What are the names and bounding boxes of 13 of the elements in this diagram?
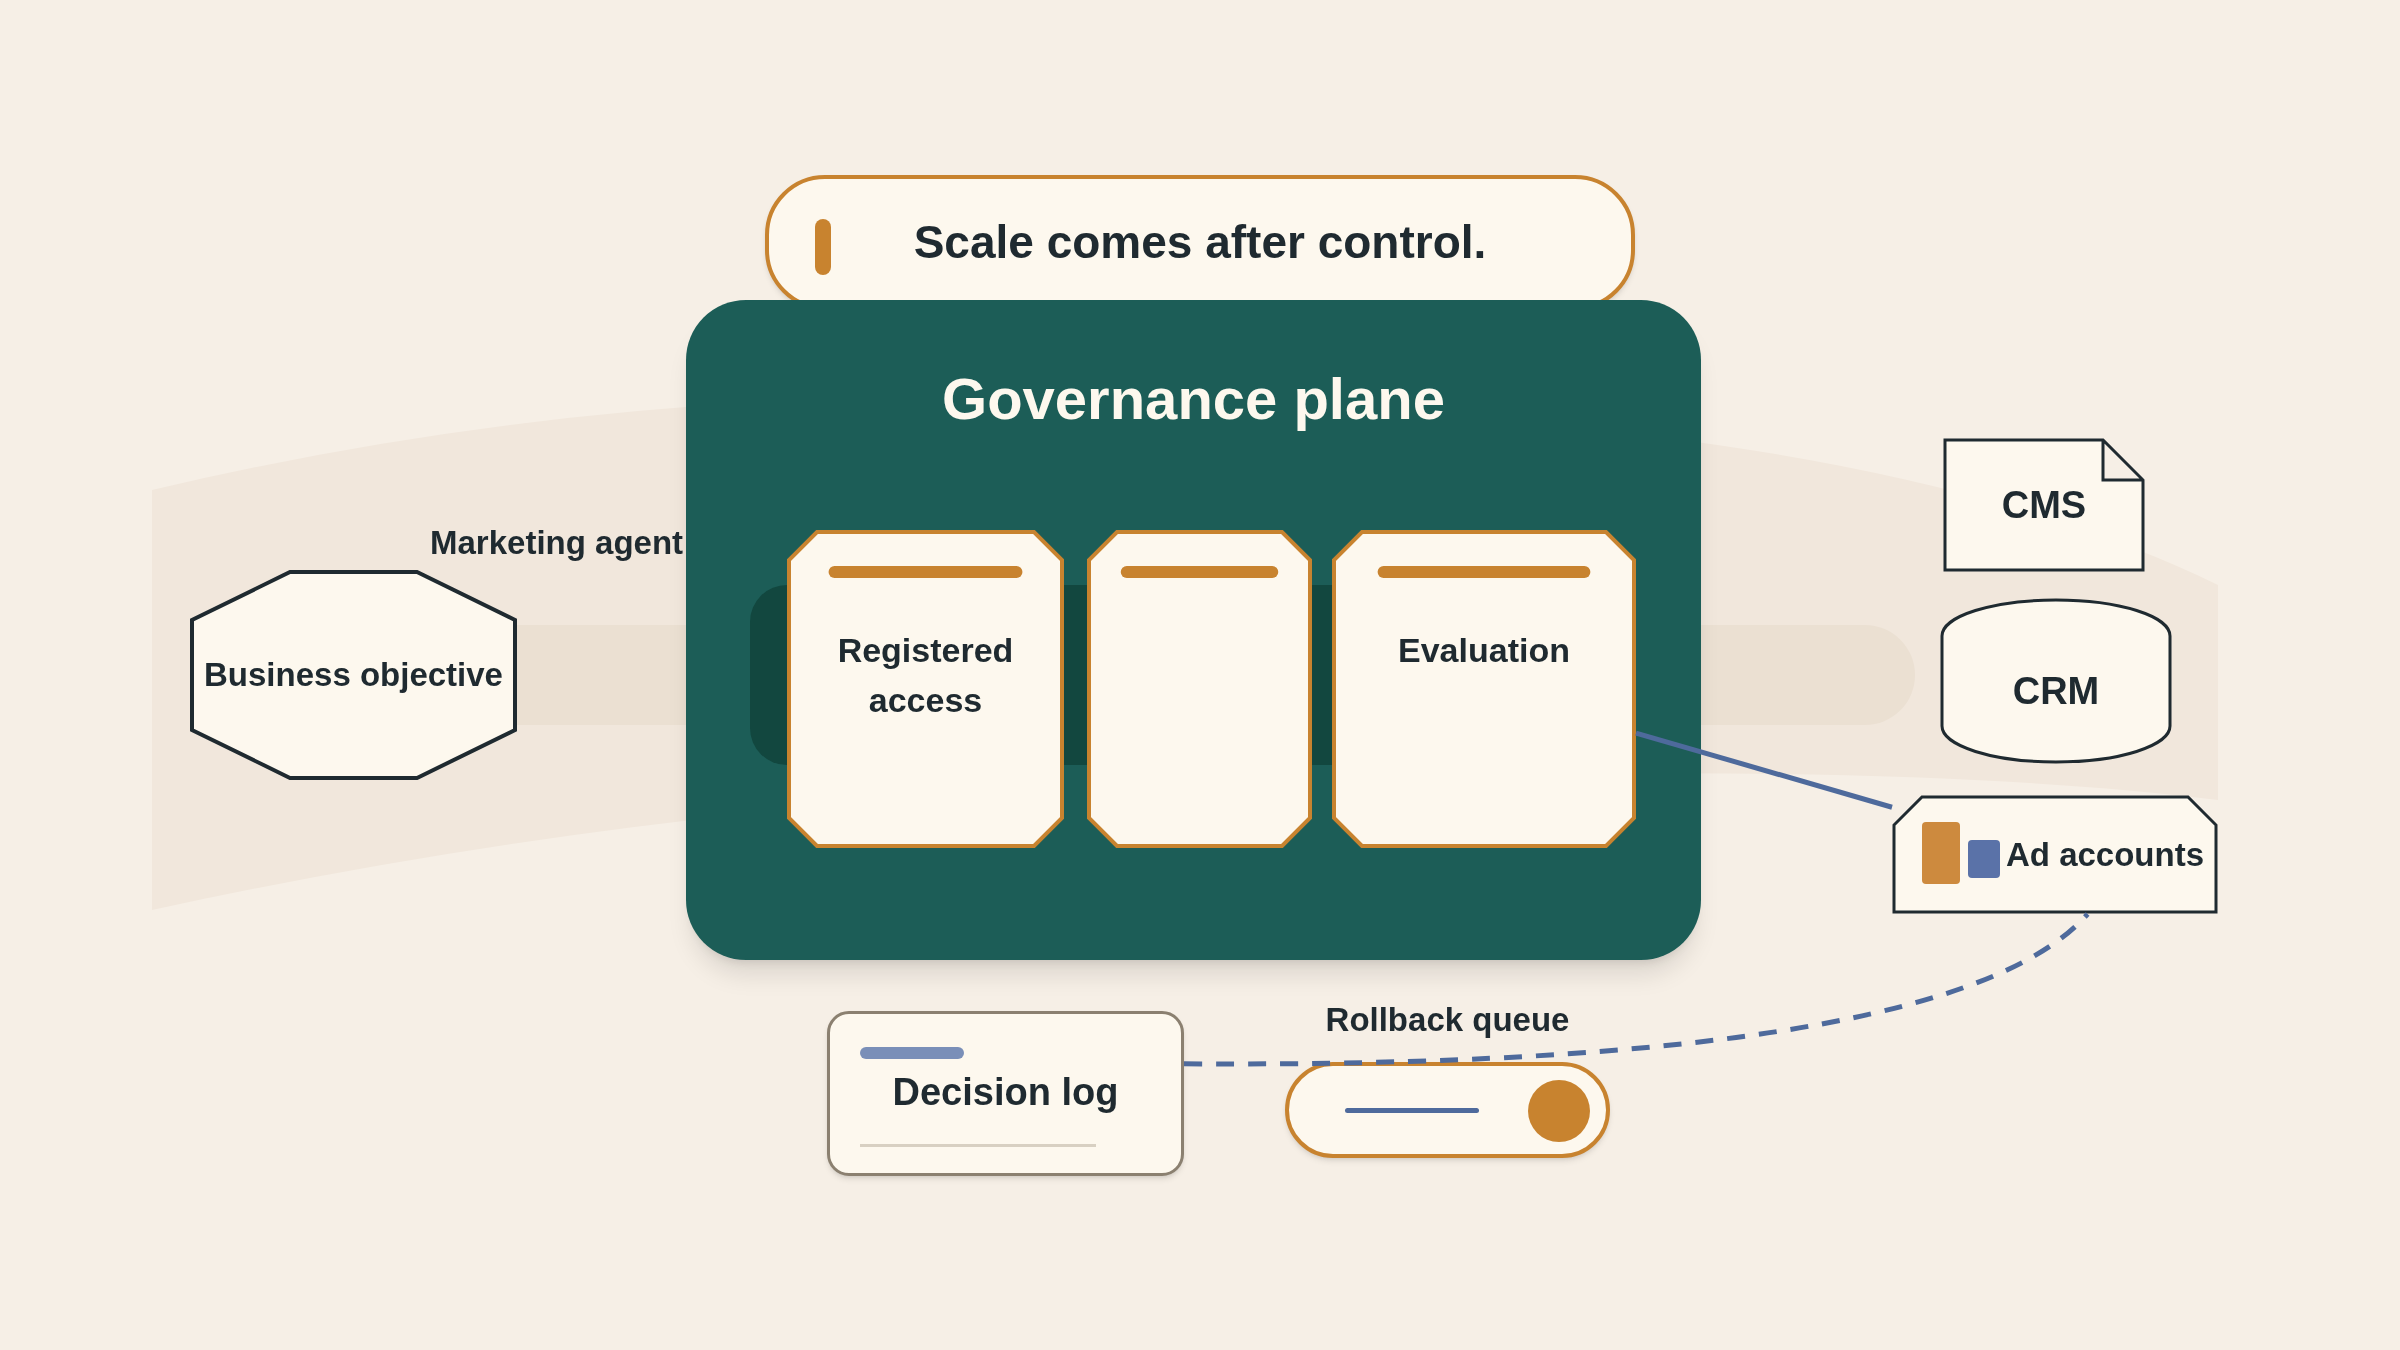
node-caption: Rollback queue (1325, 999, 1570, 1040)
card-label: Evaluation (1398, 630, 1570, 671)
connector-line (1184, 912, 2090, 1067)
connector-line (1635, 730, 1893, 810)
node-label: Decision log (892, 1070, 1119, 1115)
node-label: CMS (2001, 482, 2087, 528)
node-label: Business objective (204, 655, 503, 696)
node-label: Ad accounts (2006, 834, 2205, 875)
node-label: CRM (2012, 668, 2100, 714)
panel-title: Governance plane (942, 365, 1445, 433)
card-label: Registered access (836, 630, 1015, 721)
headline-text: Scale comes after control. (913, 215, 1487, 270)
floating-label: Marketing agent (430, 524, 684, 561)
